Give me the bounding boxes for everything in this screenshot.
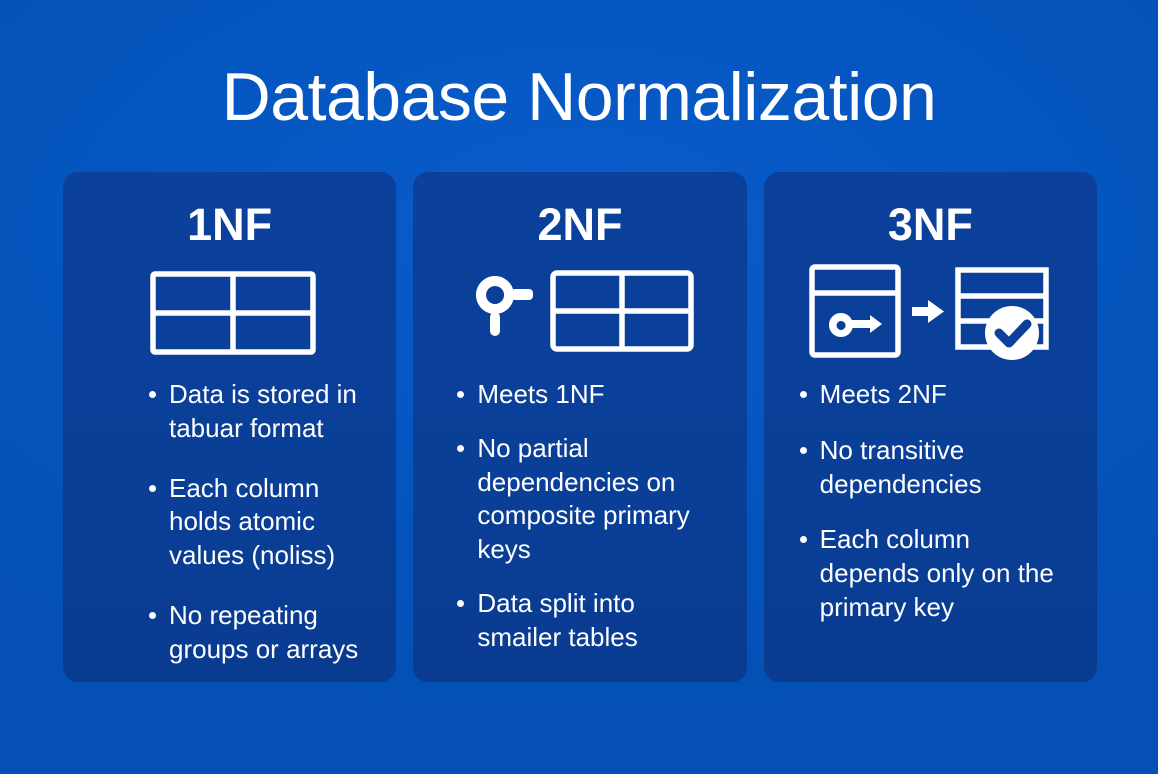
key-and-table-icon: [413, 258, 746, 368]
list-item: No repeating groups or arrays: [147, 599, 379, 667]
table-grid-icon: [69, 258, 396, 368]
primary-key-glyph: [475, 276, 533, 336]
list-item: No partial dependencies on composite pri…: [455, 432, 723, 567]
list-item: Data is stored in tabuar format: [147, 378, 379, 446]
key-arrow-glyph: [829, 313, 883, 337]
normal-form-card-list: 1NF Data is stored in tabuar format Each…: [63, 172, 1097, 682]
card-2nf-title: 2NF: [537, 199, 623, 250]
check-badge-icon: [985, 306, 1040, 360]
table-arrow-table-check-icon: [764, 258, 1097, 368]
list-item: Meets 1NF: [455, 378, 723, 412]
card-3nf[interactable]: 3NF: [763, 172, 1097, 682]
card-1nf-bullets: Data is stored in tabuar format Each col…: [147, 378, 379, 667]
card-1nf-title: 1NF: [187, 199, 273, 250]
card-2nf-bullets: Meets 1NF No partial dependencies on com…: [455, 378, 723, 655]
arrow-right-icon: [912, 300, 945, 323]
card-1nf[interactable]: 1NF Data is stored in tabuar format Each…: [63, 172, 397, 682]
card-3nf-title: 3NF: [887, 199, 973, 250]
table-glyph: [550, 270, 694, 352]
card-2nf[interactable]: 2NF Mee: [413, 172, 747, 682]
list-item: Data split into smailer tables: [455, 587, 723, 655]
list-item: Each column holds atomic values (noliss): [147, 472, 379, 573]
list-item: No transitive dependencies: [798, 434, 1070, 502]
list-item: Meets 2NF: [798, 378, 1070, 412]
page-title: Database Normalization: [221, 59, 937, 135]
source-table-glyph: [809, 264, 902, 358]
card-3nf-bullets: Meets 2NF No transitive dependencies Eac…: [798, 378, 1070, 625]
list-item: Each column depends only on the primary …: [798, 523, 1070, 624]
